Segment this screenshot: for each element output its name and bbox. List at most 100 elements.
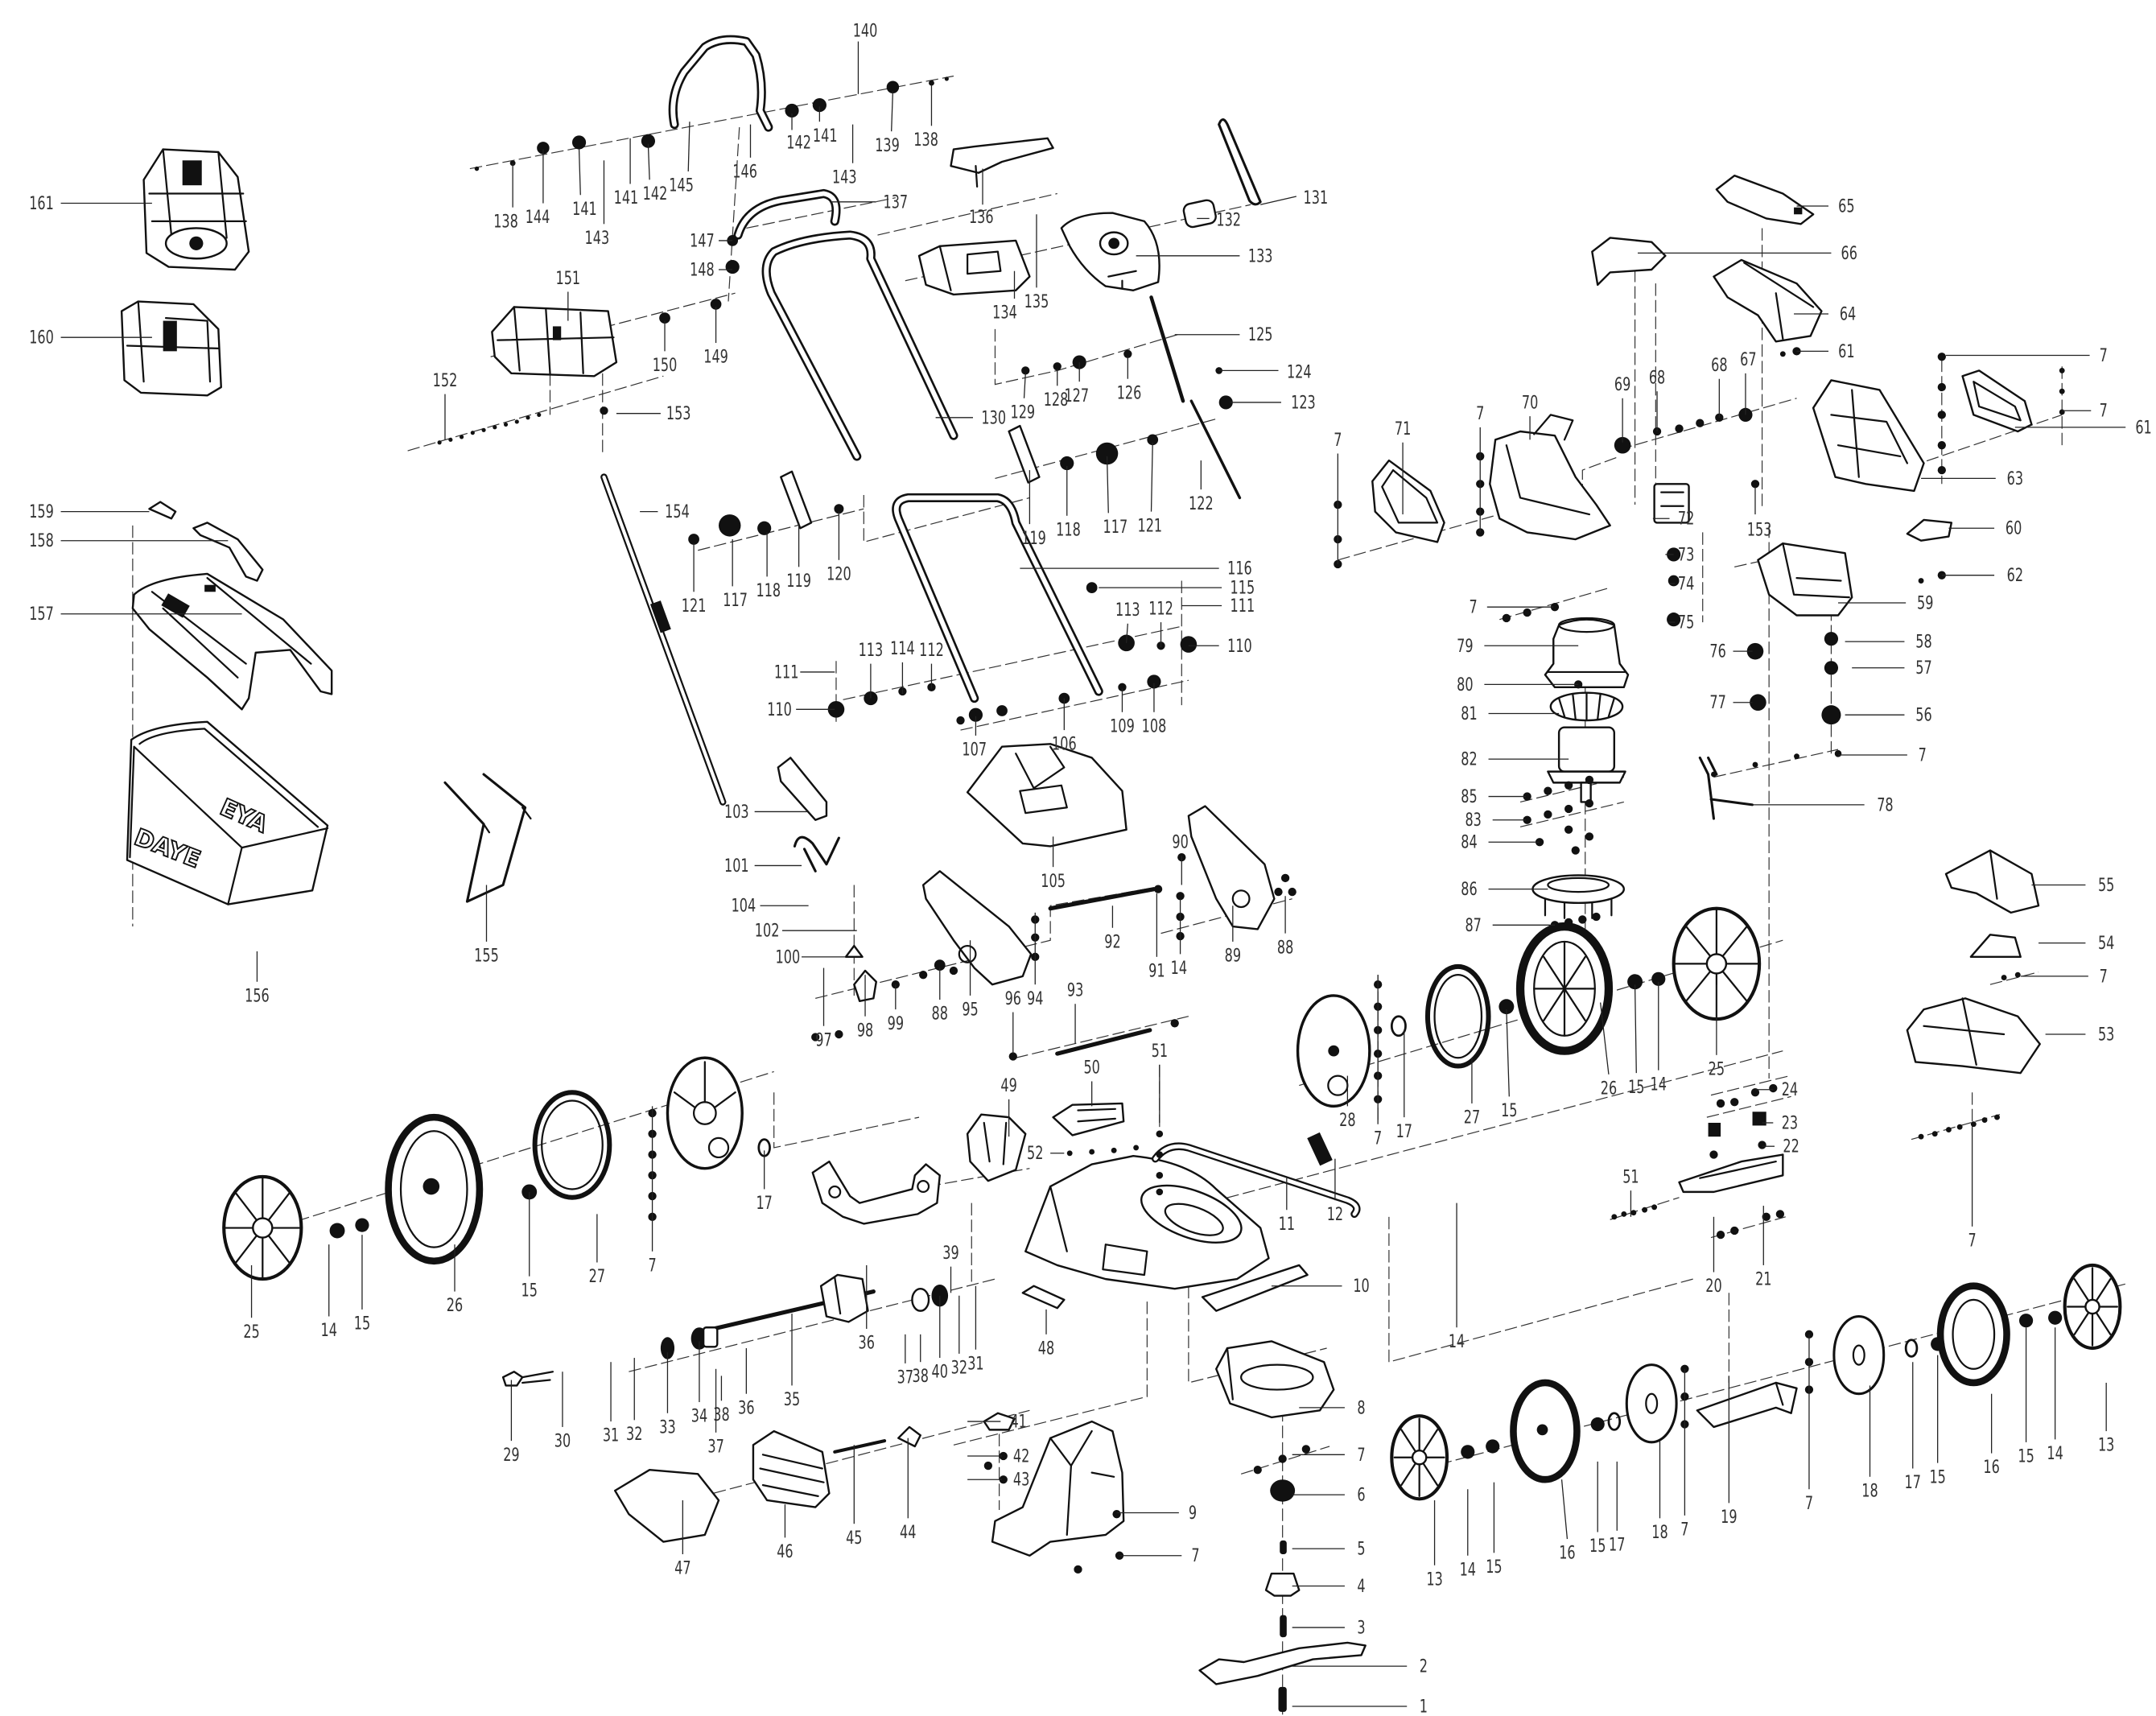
fastener-icon <box>1095 442 1119 465</box>
part-number-label: 24 <box>1782 1079 1798 1100</box>
part-number-label: 156 <box>245 985 270 1006</box>
part-number-label: 67 <box>1740 349 1756 369</box>
callout: 15 <box>354 1235 370 1334</box>
part-93-rod <box>1055 1028 1152 1056</box>
callout: 13 <box>1426 1499 1443 1590</box>
fastener-icon <box>1675 424 1684 433</box>
fastener-icon <box>1711 771 1717 778</box>
part-number-label: 27 <box>589 1265 605 1286</box>
callout: 101 <box>724 855 802 877</box>
part-4-blade-adapter <box>1264 1572 1301 1597</box>
callout: 130 <box>935 407 1006 428</box>
part-131-rope-loop <box>1218 118 1262 206</box>
part-number-label: 120 <box>827 563 851 584</box>
part-number-label: 121 <box>682 595 707 616</box>
callout: 112 <box>1148 598 1173 648</box>
callout: 13 <box>2098 1382 2114 1455</box>
fastener-icon <box>1769 1083 1778 1093</box>
leader-line <box>1023 373 1026 398</box>
fastener-icon <box>1118 683 1127 691</box>
fastener-icon <box>1498 999 1515 1015</box>
part-number-label: 7 <box>2100 966 2108 987</box>
fastener-icon <box>1824 632 1839 646</box>
fastener-icon <box>1750 1088 1760 1097</box>
part-number-label: 41 <box>1010 1411 1026 1432</box>
callout: 113 <box>859 639 883 699</box>
fastener-icon <box>1218 395 1233 410</box>
part-number-label: 110 <box>767 699 792 720</box>
assembly-axis <box>469 75 954 170</box>
callout: 42 <box>967 1446 1029 1466</box>
part-number-label: 146 <box>732 161 757 182</box>
part-number-label: 49 <box>1000 1075 1016 1095</box>
part-number-label: 7 <box>1191 1545 1199 1566</box>
callout: 7 <box>1334 429 1342 564</box>
fastener-icon <box>811 1033 820 1042</box>
callout: 153 <box>616 402 691 424</box>
fastener-icon <box>919 971 928 980</box>
part-number-label: 93 <box>1067 980 1083 1000</box>
callout: 31 <box>967 1285 984 1374</box>
part-number-label: 89 <box>1225 945 1241 966</box>
part-number-label: 112 <box>919 639 944 660</box>
callout: 110 <box>1188 635 1252 656</box>
part-number-label: 62 <box>2007 564 2023 585</box>
part-64-cover <box>1713 258 1823 343</box>
callout: 9 <box>1116 1502 1197 1524</box>
part-number-label: 143 <box>832 167 857 188</box>
fastener-icon <box>2048 1310 2063 1325</box>
part-number-label: 79 <box>1457 635 1473 656</box>
callout: 111 <box>774 662 835 683</box>
fastener-icon <box>1153 885 1163 893</box>
part-number-label: 7 <box>1968 1230 1976 1251</box>
fastener-icon <box>437 440 442 445</box>
part-10-deck <box>1024 1155 1309 1312</box>
part-number-label: 76 <box>1709 641 1725 662</box>
part-5-key <box>1280 1540 1287 1554</box>
callout: 49 <box>1000 1075 1017 1137</box>
fastener-icon <box>827 701 845 718</box>
callout: 68 <box>1711 354 1728 418</box>
part-25-wheel-cover-left <box>222 1174 303 1281</box>
part-17-ring-right <box>1390 1015 1407 1037</box>
fastener-icon <box>503 422 509 427</box>
fastener-icon <box>1918 1133 1924 1140</box>
fastener-icon <box>1585 798 1594 808</box>
callout: 65 <box>1796 196 1855 217</box>
part-number-label: 43 <box>1013 1469 1029 1490</box>
assembly-axis <box>1016 1016 1189 1058</box>
fastener-icon <box>1834 749 1842 757</box>
callout: 104 <box>732 895 809 916</box>
part-71-frame <box>1371 459 1445 543</box>
fastener-icon <box>1758 1141 1766 1149</box>
part-55-cover <box>1944 849 2040 914</box>
callout: 7 <box>1374 975 1382 1149</box>
fastener-icon <box>1156 1171 1164 1179</box>
callout: 17 <box>1905 1362 1921 1493</box>
part-number-label: 129 <box>1010 402 1035 423</box>
part-number-label: 31 <box>603 1425 619 1446</box>
part-number-label: 132 <box>1216 209 1241 230</box>
part-number-label: 142 <box>643 183 668 204</box>
assembly-axis <box>877 192 1057 236</box>
part-number-label: 138 <box>913 129 938 150</box>
fastener-icon <box>1089 1149 1095 1155</box>
fastener-icon <box>1578 915 1587 924</box>
part-number-label: 18 <box>1861 1480 1878 1501</box>
callout: 16 <box>1559 1479 1576 1563</box>
assembly-axis <box>649 1409 1030 1511</box>
callout: 152 <box>433 369 457 440</box>
fastener-icon <box>1564 804 1573 814</box>
part-number-label: 94 <box>1027 988 1043 1009</box>
part-number-label: 127 <box>1064 385 1089 406</box>
callout: 35 <box>784 1314 800 1410</box>
part-number-label: 64 <box>1840 303 1856 324</box>
part-159-clip <box>148 501 177 520</box>
part-61-frame <box>1961 369 2033 433</box>
callout: 121 <box>682 543 707 617</box>
callout: 113 <box>1115 599 1140 643</box>
fastener-icon <box>1746 642 1764 660</box>
part-number-label: 19 <box>1721 1506 1737 1527</box>
part-number-label: 32 <box>626 1423 642 1444</box>
part-13-wheel-cover-front-left <box>1390 1414 1449 1501</box>
